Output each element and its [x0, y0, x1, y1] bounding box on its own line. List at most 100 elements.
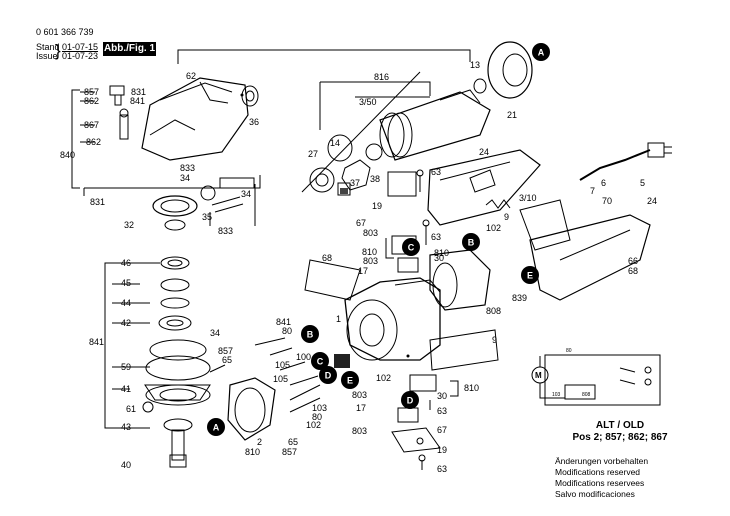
label-37: 37	[350, 178, 360, 188]
label-48: 61	[126, 404, 136, 414]
label-67: 103	[312, 403, 327, 413]
label-103: 862	[86, 137, 101, 147]
label-100: 841	[130, 96, 145, 106]
label-102: 862	[84, 96, 99, 106]
label-27: 27	[308, 149, 318, 159]
label-6: 6	[601, 178, 606, 188]
label-5: 5	[640, 178, 645, 188]
callout-letters: A A B B C C E E D D	[213, 48, 545, 433]
label-34: 34	[210, 328, 220, 338]
label-862: 841	[276, 317, 291, 327]
label-68-b: 105	[273, 374, 288, 384]
callout-d-left: D	[325, 371, 332, 381]
label-80: 68	[322, 253, 332, 263]
label-70: 808	[486, 306, 501, 316]
label-831-bottom: 831	[90, 197, 105, 207]
label-17-a: 17	[358, 266, 368, 276]
label-810-c: 803	[352, 426, 367, 436]
label-44: 44	[121, 298, 131, 308]
label-38: 38	[370, 174, 380, 184]
footnote-en: Modifications reserved	[555, 467, 641, 477]
stand-label: Stand	[36, 42, 60, 52]
label-59: 66	[628, 256, 638, 266]
label-61: 68	[628, 266, 638, 276]
label-57-bottom: 65	[288, 437, 298, 447]
label-4: 9	[504, 212, 509, 222]
label-45: 45	[121, 278, 131, 288]
label-60-a: 67	[356, 218, 366, 228]
callout-c-bottom: C	[317, 357, 324, 367]
label-810-a: 803	[363, 228, 378, 238]
callout-b-left: B	[307, 330, 314, 340]
label-810-b: 803	[363, 256, 378, 266]
label-3-10: 3/10	[519, 193, 537, 203]
label-62-b: 80	[312, 412, 322, 422]
label-35: 35	[202, 212, 212, 222]
label-41: 41	[121, 384, 131, 394]
label-841: 841	[89, 337, 104, 347]
label-64: 70	[602, 196, 612, 206]
label-19-b: 19	[437, 445, 447, 455]
label-816-c: 810	[464, 383, 479, 393]
label-40: 40	[121, 460, 131, 470]
label-867: 839	[512, 293, 527, 303]
label-2: 2	[257, 437, 262, 447]
label-65: 102	[486, 223, 501, 233]
callout-c-top: C	[408, 243, 415, 253]
label-840: 840	[60, 150, 75, 160]
label-66: 102	[306, 420, 321, 430]
document-number: 0 601 366 739	[36, 27, 94, 37]
label-68-a: 105	[275, 360, 290, 370]
label-802: 810	[245, 447, 260, 457]
footnote-es: Salvo modificaciones	[555, 489, 635, 499]
label-49: 62	[186, 71, 196, 81]
label-63: 100	[296, 352, 311, 362]
date-brace: }	[55, 41, 61, 60]
label-803: 816	[374, 72, 389, 82]
label-833: 833	[218, 226, 233, 236]
callout-e-left: E	[347, 376, 353, 386]
label-36: 36	[249, 117, 259, 127]
label-14: 14	[330, 138, 340, 148]
label-3-50: 3/50	[359, 97, 377, 107]
issue-date: 01-07-23	[62, 51, 99, 61]
label-47: 59	[121, 362, 131, 372]
label-20-b: 63	[431, 232, 441, 242]
label-67-circuit: 103	[552, 392, 561, 398]
label-808: 803	[352, 390, 367, 400]
alt-old-title: ALT / OLD	[595, 420, 645, 431]
label-101: 857	[84, 87, 99, 97]
footnote-de: Änderungen vorbehalten	[555, 456, 649, 466]
figure-label: Abb./Fig. 1	[103, 42, 156, 56]
label-7: 7	[590, 186, 595, 196]
label-42: 42	[121, 318, 131, 328]
callout-a-bottom: A	[213, 423, 220, 433]
label-20-c: 63	[437, 406, 447, 416]
label-9: 9	[492, 335, 497, 345]
label-46: 46	[121, 258, 131, 268]
label-857-top: 857	[218, 346, 233, 356]
alt-old-subtitle: Pos 2; 857; 862; 867	[572, 432, 668, 443]
label-24-top: 24	[479, 147, 489, 157]
label-62: 80	[282, 326, 292, 336]
label-60-b: 67	[437, 425, 447, 435]
label-20-a: 63	[431, 167, 441, 177]
label-17-b: 17	[356, 403, 366, 413]
label-65-b: 102	[376, 373, 391, 383]
issue-label: Issue	[36, 51, 58, 61]
label-57-top: 65	[222, 355, 232, 365]
callout-b-right: B	[468, 238, 475, 248]
label-1: 1	[336, 314, 341, 324]
label-32: 32	[124, 220, 134, 230]
stand-date: 01-07-15	[62, 42, 99, 52]
label-34-top: 34	[180, 173, 190, 183]
label-70-circuit: 808	[582, 392, 591, 398]
footnote-fr: Modifications reservees	[555, 478, 645, 488]
callout-d-right: D	[407, 396, 414, 406]
label-21: 21	[507, 110, 517, 120]
label-105: 867	[84, 120, 99, 130]
label-62-circuit: 80	[566, 348, 572, 354]
label-m: M	[535, 371, 542, 380]
label-13: 13	[470, 60, 480, 70]
